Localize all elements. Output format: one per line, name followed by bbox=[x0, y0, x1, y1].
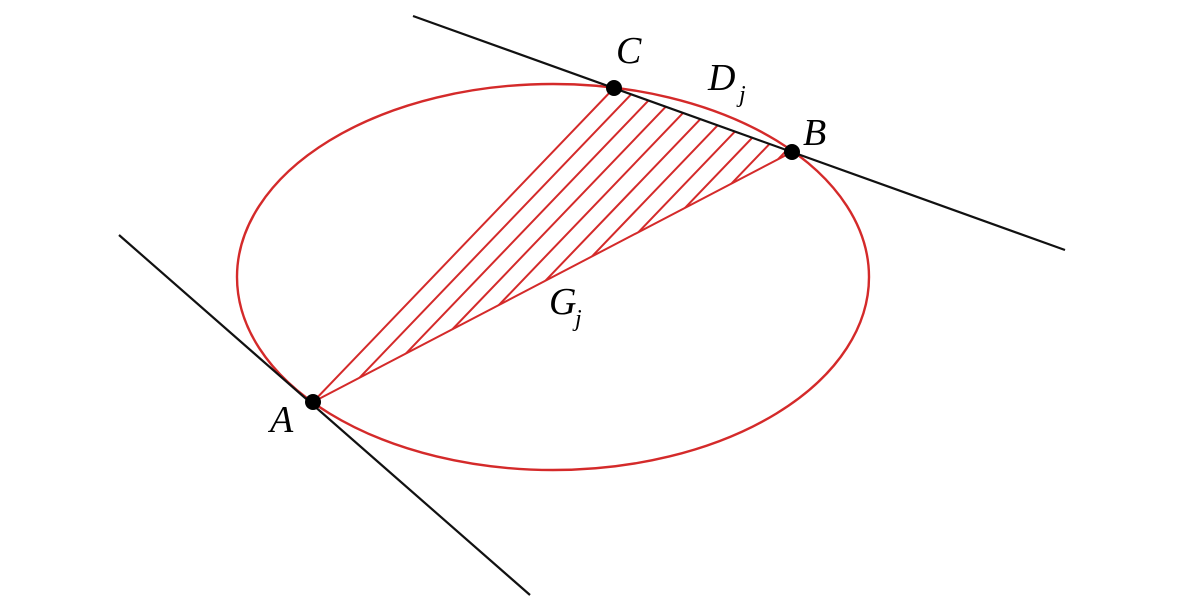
hatch-line bbox=[577, 88, 792, 272]
hatch-line bbox=[623, 88, 792, 248]
label-region-D-subscript: j bbox=[736, 82, 746, 108]
tangent-line-upper bbox=[412, 14, 1066, 252]
hatch-line bbox=[530, 88, 792, 296]
point-B bbox=[784, 144, 800, 160]
hatch-line bbox=[484, 88, 792, 321]
label-region-G-subscript: j bbox=[572, 306, 582, 332]
hatch-line bbox=[716, 88, 792, 199]
segment-AB bbox=[312, 151, 793, 403]
segment-AC bbox=[312, 87, 615, 403]
point-C bbox=[606, 80, 622, 96]
label-point-B: B bbox=[803, 112, 826, 154]
hatch-line bbox=[391, 88, 753, 369]
hatch-line bbox=[670, 88, 792, 223]
tangent-line-lower bbox=[118, 234, 531, 596]
ellipse-curve bbox=[235, 82, 871, 472]
label-region-G: G bbox=[549, 281, 576, 323]
label-region-D: D bbox=[707, 57, 735, 99]
hatch-line bbox=[437, 88, 792, 345]
label-point-A: A bbox=[267, 399, 294, 441]
hatch-line bbox=[344, 88, 707, 393]
label-point-C: C bbox=[616, 30, 642, 72]
point-A bbox=[305, 394, 321, 410]
